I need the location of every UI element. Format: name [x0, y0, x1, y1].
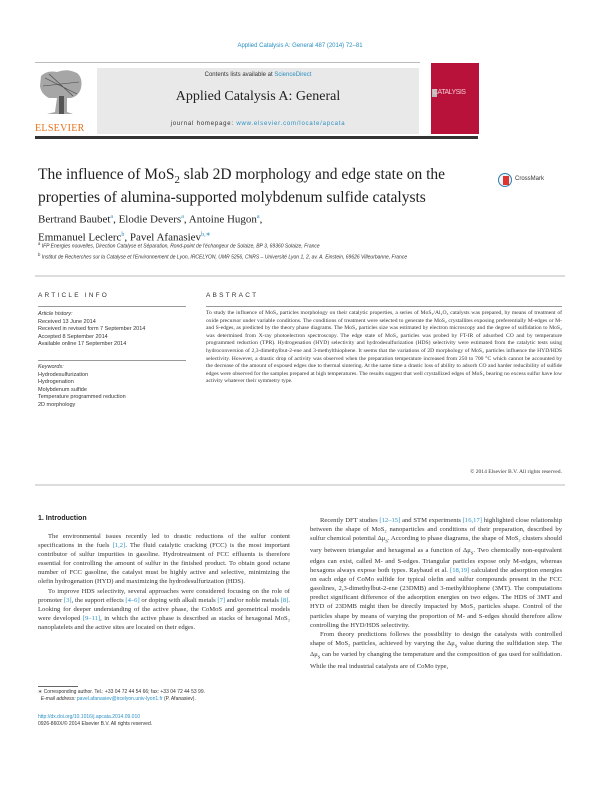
keyword: 2D morphology	[38, 401, 76, 408]
corresponding-author-note: ∗ Corresponding author. Tel.: +33 04 72 …	[38, 689, 205, 695]
elsevier-wordmark: ELSEVIER	[35, 123, 85, 134]
citation-link[interactable]: [12–15]	[379, 517, 401, 524]
paragraph: From theory predictions follows the poss…	[310, 630, 562, 670]
author[interactable]: Pavel Afanasiev	[129, 231, 202, 244]
abstract-text: To study the influence of MoS₂ particles…	[206, 310, 562, 385]
keyword: Hydrodesulfurization	[38, 371, 89, 378]
journal-banner	[97, 68, 419, 134]
header-bottom-rule	[35, 136, 478, 139]
abstract-heading: ABSTRACT	[206, 292, 259, 299]
citation-link[interactable]: [16,17]	[462, 517, 482, 524]
crossmark-label: CrossMark	[515, 176, 545, 182]
abstract-copyright: © 2014 Elsevier B.V. All rights reserved…	[470, 469, 562, 475]
article-info-rule	[38, 306, 186, 307]
citation-link[interactable]: [1,2]	[112, 542, 126, 550]
footnote-corresponding-author: ∗ Corresponding author. Tel.: +33 04 72 …	[38, 689, 290, 703]
keywords: Keywords: Hydrodesulfurization Hydrogena…	[38, 364, 188, 409]
crossmark-button[interactable]: CrossMark	[498, 173, 568, 189]
sciencedirect-link[interactable]: ScienceDirect	[274, 72, 312, 78]
crossmark-icon	[498, 173, 512, 187]
keywords-rule	[38, 360, 186, 361]
footnote-rule	[38, 686, 78, 687]
cover-title: CATALYSIS	[433, 89, 466, 96]
author[interactable]: Antoine Hugon	[188, 213, 257, 226]
keyword: Molybdenum sulfide	[38, 386, 87, 393]
keywords-label: Keywords:	[38, 364, 64, 370]
citation-link[interactable]: [8]	[280, 596, 289, 604]
body-column-left: The environmental issues recently led to…	[38, 532, 290, 632]
affiliation-b: b Institut de Recherches sur la Catalyse…	[38, 251, 408, 261]
elsevier-logo: ELSEVIER	[35, 68, 87, 134]
cover-square	[432, 89, 437, 97]
keyword: Hydrogenation	[38, 379, 74, 385]
author-list: Bertrand Baubeta, Elodie Deversa, Antoin…	[38, 213, 263, 244]
history-item: Available online 17 September 2014	[38, 341, 127, 347]
body-divider	[35, 484, 565, 486]
body-column-right: Recently DFT studies [12–15] and STM exp…	[310, 516, 562, 671]
history-item: Received in revised form 7 September 201…	[38, 326, 146, 332]
affiliations: a IFP Energies nouvelles, Direction Cata…	[38, 240, 438, 261]
contents-prefix: Contents lists available at	[204, 72, 275, 78]
abstract-rule	[206, 306, 562, 307]
section-divider	[35, 275, 565, 277]
journal-reference[interactable]: Applied Catalysis A: General 487 (2014) …	[237, 43, 363, 49]
paragraph: Recently DFT studies [12–15] and STM exp…	[310, 517, 563, 629]
affiliation-a: a IFP Energies nouvelles, Direction Cata…	[38, 241, 320, 250]
journal-title: Applied Catalysis A: General	[175, 89, 341, 104]
article-history: Article history: Received 13 June 2014 R…	[38, 311, 188, 349]
citation-link[interactable]: [4–6]	[125, 596, 140, 604]
citation-link[interactable]: [9–11]	[82, 614, 101, 622]
history-item: Received 13 June 2014	[38, 318, 96, 325]
author[interactable]: Emmanuel Leclerc	[38, 231, 122, 244]
article-title: The influence of MoS2 slab 2D morphology…	[38, 166, 446, 207]
journal-cover-image: CATALYSIS	[431, 63, 479, 134]
citation-link[interactable]: [7]	[217, 596, 226, 604]
header-top-rule	[35, 62, 420, 63]
issn-copyright: 0926-860X/© 2014 Elsevier B.V. All right…	[38, 721, 153, 727]
author[interactable]: Elodie Devers	[118, 213, 182, 226]
article-info-heading: ARTICLE INFO	[38, 292, 110, 299]
homepage-label: journal homepage:	[170, 121, 237, 127]
doi-block: http://dx.doi.org/10.1016/j.apcata.2014.…	[38, 714, 290, 728]
homepage-link[interactable]: www.elsevier.com/locate/apcata	[236, 121, 346, 127]
citation-link[interactable]: [18,19]	[450, 567, 470, 575]
email-link[interactable]: pavel.afanasiev@ircelyon.univ-lyon1.fr	[76, 696, 163, 702]
author[interactable]: Bertrand Baubet	[38, 213, 111, 226]
contents-line: Contents lists available at ScienceDirec…	[97, 72, 419, 78]
keyword: Temperature programmed reduction	[38, 394, 126, 400]
doi-link[interactable]: http://dx.doi.org/10.1016/j.apcata.2014.…	[38, 714, 141, 720]
citation-link[interactable]: [3]	[63, 596, 72, 604]
section-heading-introduction: 1. Introduction	[38, 515, 87, 522]
history-label: Article history:	[38, 311, 73, 317]
journal-homepage: journal homepage: www.elsevier.com/locat…	[97, 121, 419, 127]
paragraph: The environmental issues recently led to…	[38, 533, 290, 586]
email-label: E-mail address:	[40, 696, 77, 702]
elsevier-tree-icon	[37, 68, 85, 118]
paragraph: To improve HDS selectivity, several appr…	[38, 587, 291, 631]
history-item: Accepted 8 September 2014	[38, 333, 108, 340]
